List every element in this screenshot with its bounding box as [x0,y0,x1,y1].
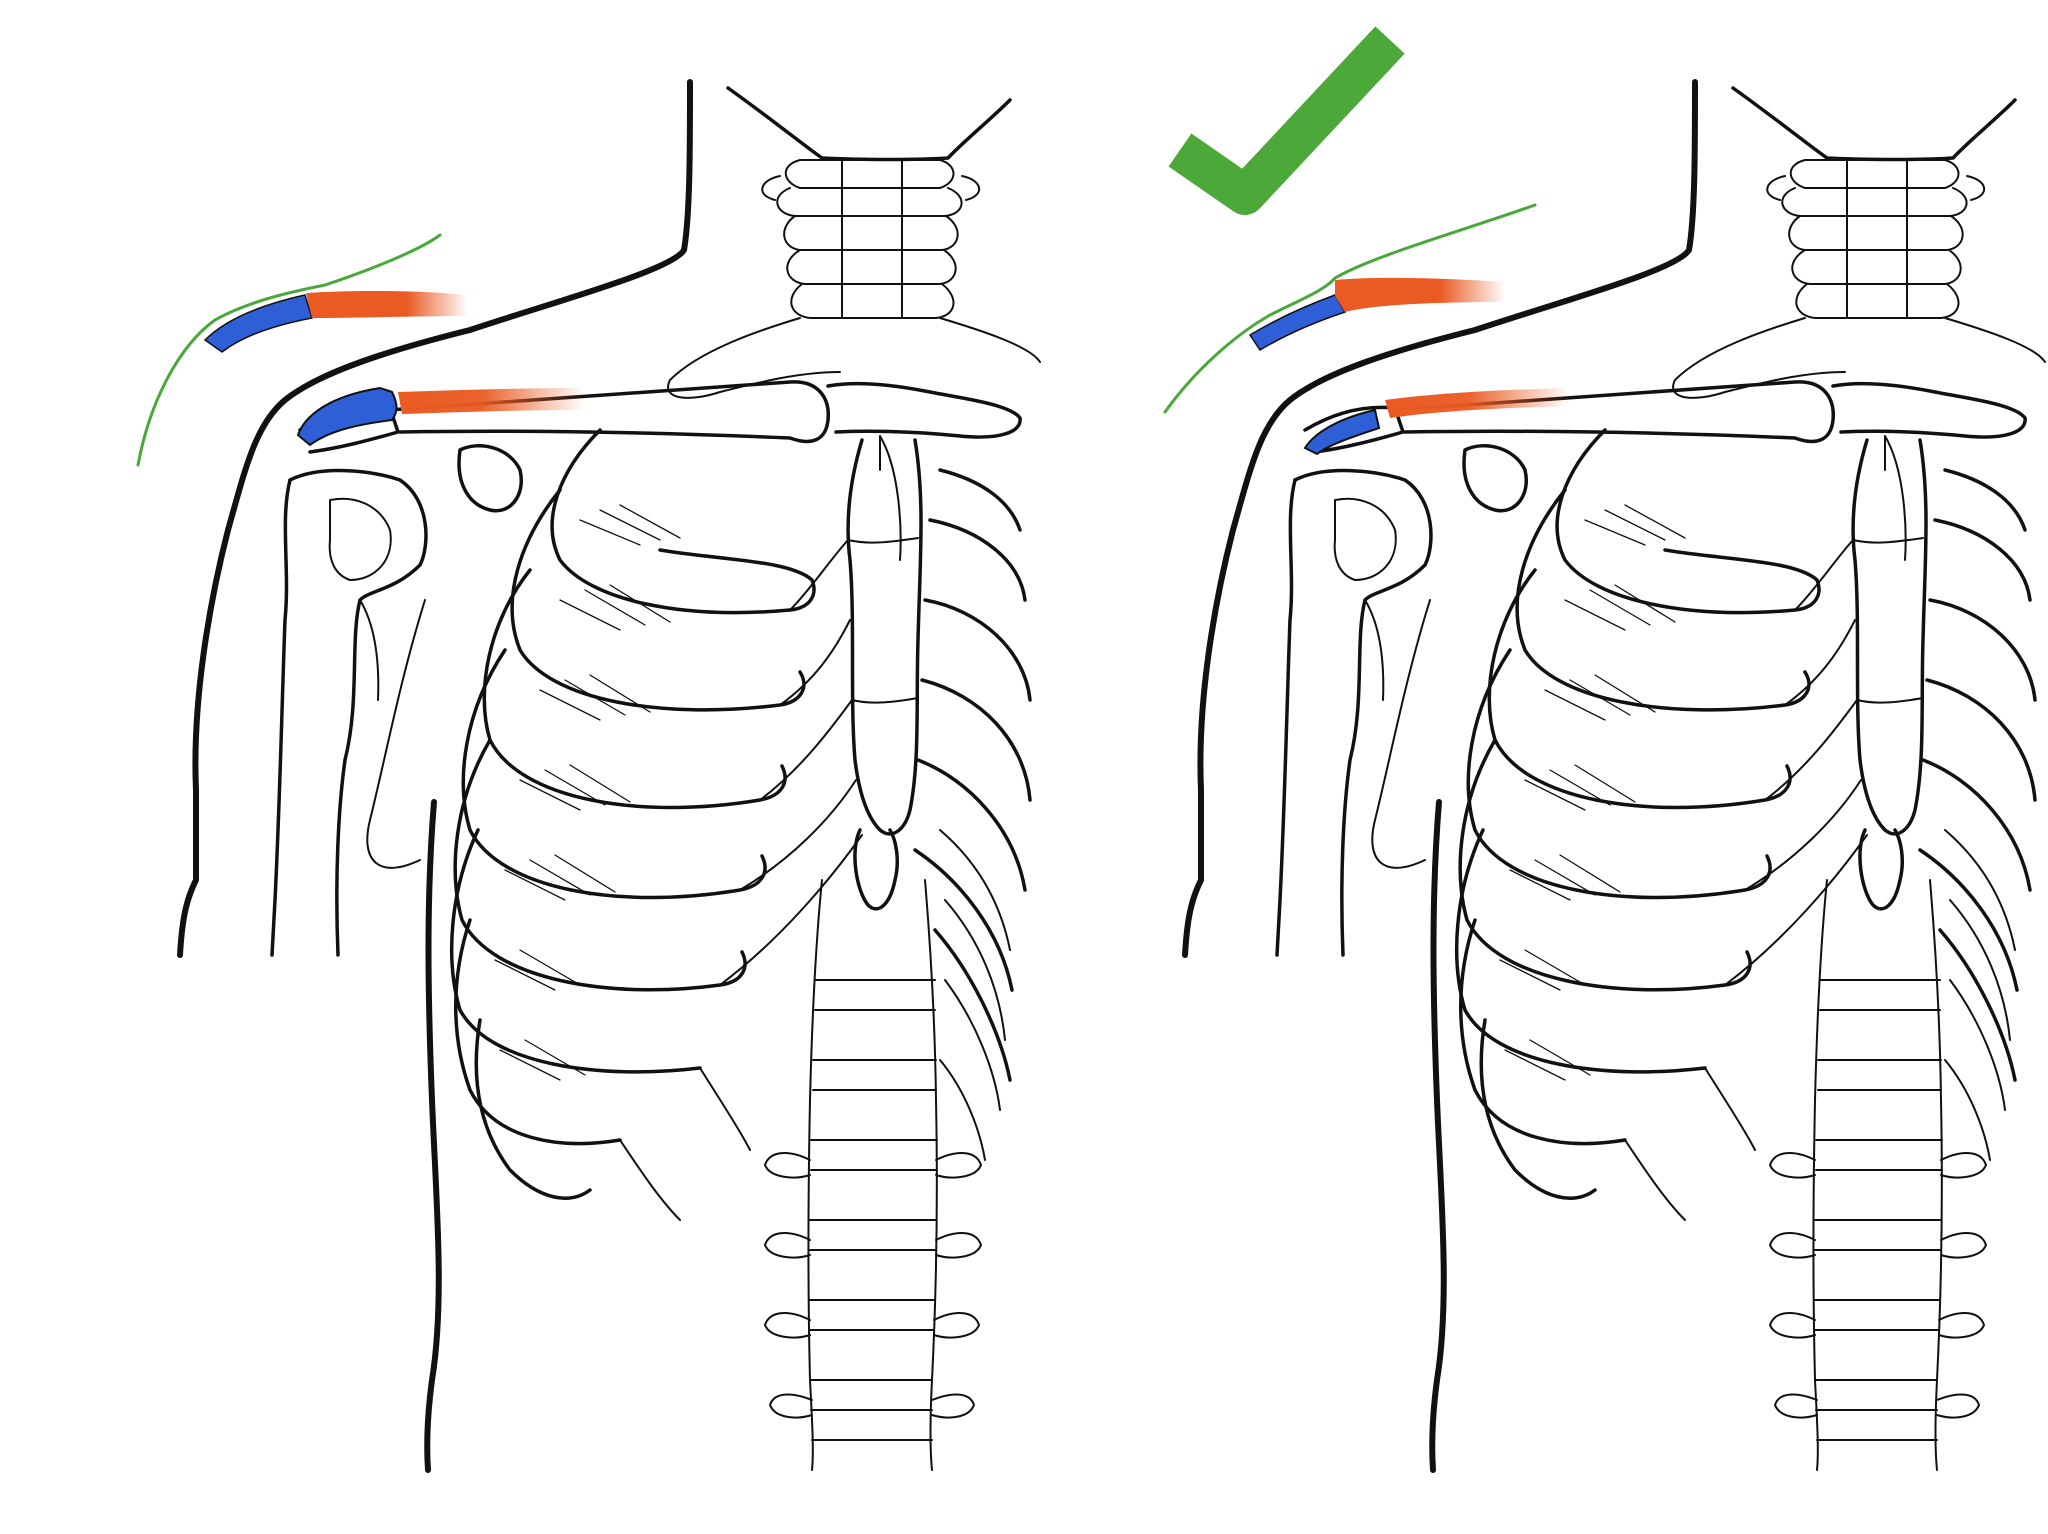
skin-contour-line [136,233,442,467]
acromion-indicator-segment [203,294,313,353]
check-mark-icon [1168,26,1405,215]
skin-contour-line [1163,203,1537,414]
skeleton-right [1185,82,2045,1470]
skeleton-left [180,82,1040,1470]
clavicle-highlight [398,388,585,414]
acromion-highlight [1303,408,1381,456]
clavicle-highlight [1385,388,1570,418]
panel-left-misaligned [136,82,1040,1470]
acromion-highlight [296,386,398,447]
clavicle-indicator-segment [1335,277,1505,312]
panel-right-aligned [1163,82,2045,1470]
clavicle-indicator-segment [306,290,468,318]
